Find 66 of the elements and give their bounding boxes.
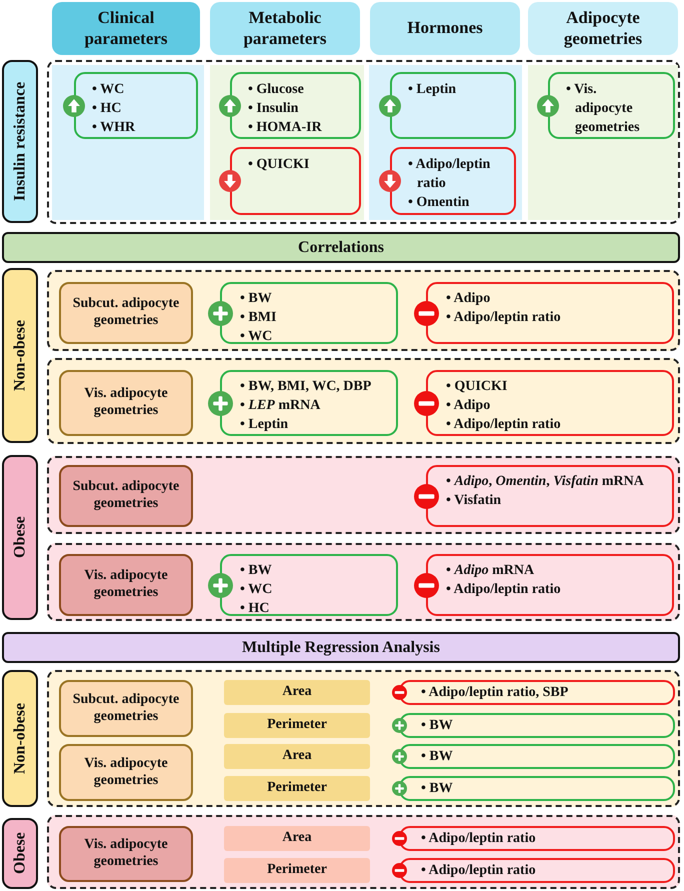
list-item: • Adipo/leptin ratio [421,862,536,880]
category-label: Vis. adipocyte geometries [59,370,193,436]
group-frame [47,670,680,807]
list-item: • QUICKI [248,156,310,174]
category-label: Vis. adipocyte geometries [59,554,193,616]
row-label: Non-obese [2,670,38,807]
group-frame [47,456,680,534]
list-item: • BW [421,748,454,766]
category-label: Subcut. adipocyte geometries [59,680,193,737]
list-item: • BW [240,290,272,308]
list-item: • Adipo/leptin ratio [446,416,561,434]
measure-label: Perimeter [224,776,370,801]
measure-label: Perimeter [224,858,370,883]
category-label: Vis. adipocyte geometries [59,826,193,882]
column-header: Hormones [370,2,520,55]
category-label: Vis. adipocyte geometries [59,744,193,801]
row-label: Insulin resistance [2,60,38,223]
group-frame [47,270,680,351]
row-label: Obese [2,455,38,620]
list-item: • Adipo/leptin ratio [446,581,561,599]
column-header: Adipocyte geometries [528,2,678,55]
section-banner: Correlations [2,232,680,263]
group-frame [47,815,680,889]
list-item: • Adipo, Omentin, Visfatin mRNA [446,473,644,491]
column-header: Metabolic parameters [210,2,360,55]
measure-label: Area [224,744,370,769]
row-label: Obese [2,818,38,889]
list-item: • WC [92,81,126,99]
measure-label: Area [224,680,370,705]
group-frame [47,543,680,621]
list-item: • Adipo [446,397,492,415]
list-item: • Leptin [240,416,289,434]
list-item: • HOMA-IR [248,119,322,137]
list-item: • WC [240,328,274,346]
group-frame [47,60,680,224]
category-label: Subcut. adipocyte geometries [59,282,193,344]
list-item: • BW [421,717,454,735]
list-item: • Adipo/leptin ratio [408,156,492,193]
group-frame [47,358,680,444]
list-item: • Leptin [408,81,457,99]
list-item: • Adipo mRNA [446,562,534,580]
list-item: • QUICKI [446,378,508,396]
list-item: • Adipo [446,290,492,308]
list-item: • HC [240,600,270,618]
list-item: • BW, BMI, WC, DBP [240,378,372,396]
list-item: • BW [421,780,454,798]
list-item: • Visfatin [446,492,502,510]
measure-label: Perimeter [224,713,370,738]
measure-label: Area [224,826,370,851]
row-label: Non-obese [2,268,38,443]
list-item: • BW [240,562,272,580]
list-item: • Insulin [248,100,300,118]
list-item: • LEP mRNA [240,397,320,415]
list-item: • BMI [240,309,277,327]
column-header: Clinical parameters [52,2,200,55]
list-item: • Glucose [248,81,304,99]
list-item: • Adipo/leptin ratio [446,309,561,327]
list-item: • WC [240,581,274,599]
list-item: • Adipo/leptin ratio [421,830,536,848]
list-item: • Vis. adipocyte geometries [566,81,641,137]
list-item: • Omentin [408,194,470,212]
list-item: • HC [92,100,122,118]
list-item: • Adipo/leptin ratio, SBP [421,684,568,702]
section-banner: Multiple Regression Analysis [2,632,680,663]
list-item: • WHR [92,119,136,137]
category-label: Subcut. adipocyte geometries [59,465,193,527]
